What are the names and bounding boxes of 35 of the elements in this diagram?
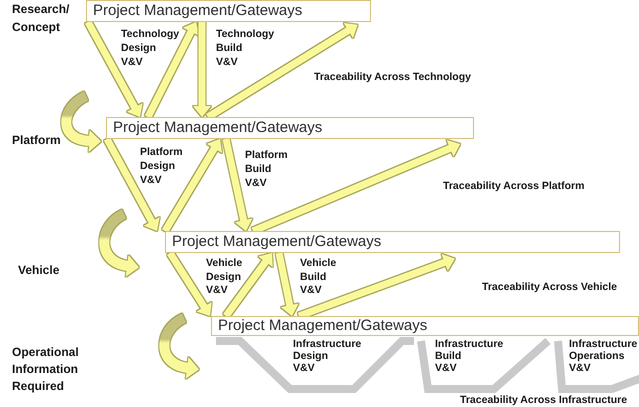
level-label: Research/ Concept — [12, 1, 70, 36]
level-label: Operational Information Required — [12, 344, 79, 395]
process-box — [211, 316, 639, 336]
block-arrow — [223, 250, 275, 318]
traceability-label: Traceability Across Infrastructure — [460, 395, 628, 406]
block-arrow — [206, 22, 360, 120]
block-arrow — [144, 20, 200, 119]
level-label: Vehicle — [18, 262, 60, 279]
box-title: Project Management/Gateways — [112, 118, 324, 138]
traceability-label: Traceability Across Technology — [314, 70, 471, 84]
block-arrow — [162, 137, 223, 233]
block-arrow — [104, 137, 160, 233]
block-arrow — [276, 252, 299, 317]
phase-label: Infrastructure Build V&V — [435, 338, 504, 374]
traceability-label: Traceability Across Platform — [443, 179, 584, 193]
box-title: Project Management/Gateways — [171, 232, 382, 252]
process-box — [86, 0, 371, 22]
block-arrow — [84, 20, 144, 119]
phase-label: Platform Build V&V — [245, 148, 288, 190]
traceability-label: Traceability Across Vehicle — [482, 280, 618, 294]
box-title: Project Management/Gateways — [92, 1, 304, 21]
phase-label: Platform Design V&V — [140, 145, 183, 187]
phase-label: Technology Build V&V — [216, 27, 274, 69]
process-box — [106, 117, 474, 139]
phase-label: Technology Design V&V — [121, 27, 180, 69]
phase-label: Vehicle Design V&V — [206, 257, 242, 298]
block-arrow — [222, 138, 252, 232]
phase-label: Infrastructure Operations V&V — [569, 338, 638, 374]
phase-label: Infrastructure Design V&V — [293, 338, 362, 374]
level-label: Platform — [12, 132, 61, 149]
process-box — [165, 231, 620, 253]
block-arrow — [193, 22, 211, 117]
phase-label: Vehicle Build V&V — [300, 257, 336, 298]
block-arrow — [167, 251, 213, 318]
box-title: Project Management/Gateways — [217, 317, 428, 335]
